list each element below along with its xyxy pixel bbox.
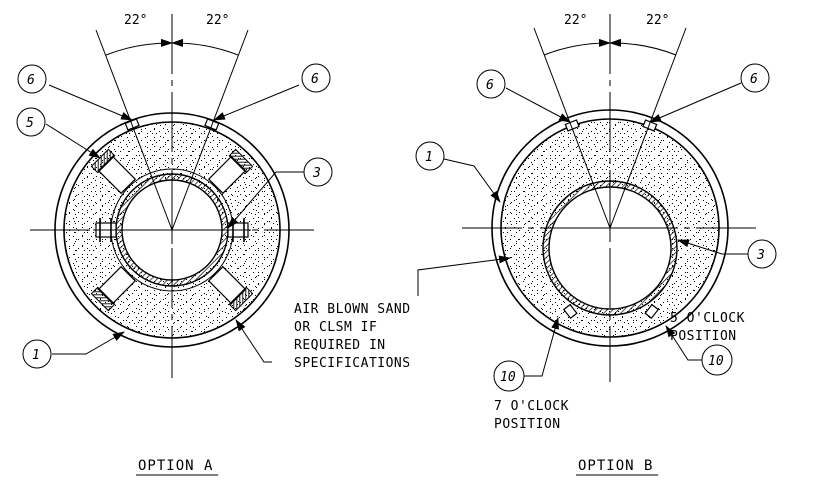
option-b-tag-3: 3: [756, 248, 765, 263]
option-a-note-line-1: AIR BLOWN SAND: [294, 302, 411, 317]
option-a-tag-3: 3: [312, 166, 321, 181]
option-a-callouts: 6 6 5 3 1: [16, 63, 333, 369]
option-a-angle-left: 22°: [124, 13, 147, 28]
option-b-note-left-line-1: 7 O'CLOCK: [494, 399, 569, 414]
option-b-detail: 22° 22° 6 6 1 3 10 10 5: [415, 13, 777, 476]
option-a-tag-6-right: 6: [311, 72, 319, 87]
option-b-tag-10-right: 10: [708, 354, 724, 369]
option-b-angle-dimension: 22° 22°: [533, 13, 687, 229]
option-a-note-line-4: SPECIFICATIONS: [294, 356, 411, 371]
option-b-note-right-line-1: 5 O'CLOCK: [670, 311, 745, 326]
option-b-note-left-line-2: POSITION: [494, 417, 561, 432]
option-b-angle-right: 22°: [646, 13, 669, 28]
option-b-tag-6-left: 6: [486, 78, 494, 93]
option-b-note-right-line-2: POSITION: [670, 329, 737, 344]
option-a-tag-6-left: 6: [27, 73, 35, 88]
option-a-angle-right: 22°: [206, 13, 229, 28]
option-b-tag-6-right: 6: [750, 72, 758, 87]
option-b-tag-10-left: 10: [500, 370, 516, 385]
option-a-spacers: [90, 148, 254, 312]
option-a-note-line-3: REQUIRED IN: [294, 338, 386, 353]
option-b-callouts: 6 6 1 3 10 10: [415, 63, 777, 392]
option-b-angle-left: 22°: [564, 13, 587, 28]
option-a-tag-1: 1: [32, 348, 40, 363]
option-b-title: OPTION B: [578, 458, 653, 474]
option-a-tag-5: 5: [26, 116, 34, 131]
option-a-detail: 22° 22° 6 6 5 3 1 AIR BLOWN SAND OR CL: [16, 13, 411, 476]
option-a-angle-dimension: 22° 22°: [95, 13, 249, 231]
option-a-title: OPTION A: [138, 458, 213, 474]
option-a-note: AIR BLOWN SAND OR CLSM IF REQUIRED IN SP…: [294, 302, 411, 371]
option-a-note-line-2: OR CLSM IF: [294, 320, 377, 335]
option-b-tag-1: 1: [425, 150, 433, 165]
